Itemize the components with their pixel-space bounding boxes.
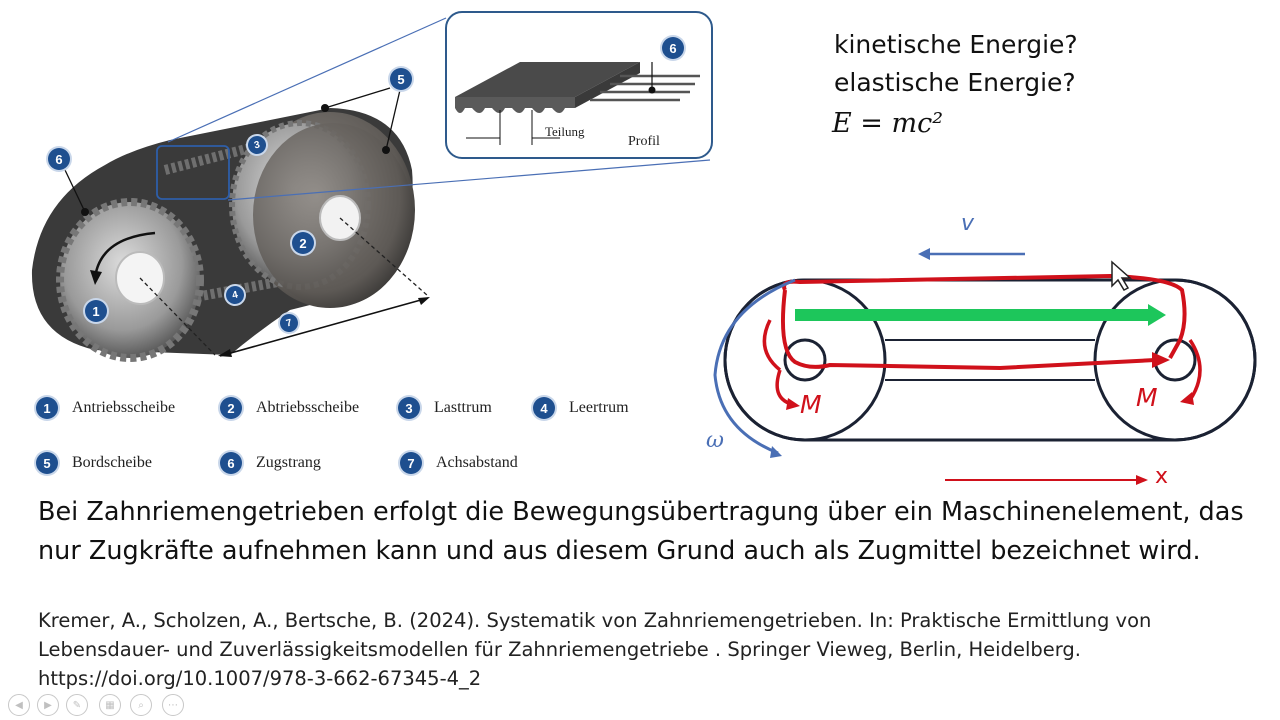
belt-sketch-diagram [713, 248, 1257, 485]
inset-badge-6: 6 [662, 37, 684, 59]
legend-label: Lasttrum [434, 399, 492, 416]
legend-badge: 6 [220, 452, 242, 474]
figure-badge-1: 1 [85, 300, 107, 322]
legend-item: 6 Zugstrang [220, 452, 321, 474]
slides-icon[interactable]: ▦ [99, 694, 121, 716]
inset-teilung-label: Teilung [545, 124, 585, 139]
legend-label: Zugstrang [256, 454, 321, 471]
legend-badge: 2 [220, 397, 242, 419]
reference-line: Kremer, A., Scholzen, A., Bertsche, B. (… [38, 609, 1152, 632]
moment-label-right: M [1136, 383, 1158, 412]
velocity-label: v [961, 211, 975, 236]
question-kinetic: kinetische Energie? [834, 30, 1078, 59]
timing-belt-figure [31, 11, 713, 362]
inset-profil-label: Profil [628, 134, 660, 149]
legend-badge: 7 [400, 452, 422, 474]
legend-label: Antriebsscheibe [72, 399, 176, 416]
reference: Kremer, A., Scholzen, A., Bertsche, B. (… [38, 606, 1253, 693]
omega-label: ω [706, 428, 724, 453]
legend-label: Abtriebsscheibe [256, 399, 360, 416]
legend-label: Achsabstand [436, 454, 518, 471]
legend-label: Leertrum [569, 399, 629, 416]
reference-line: Lebensdauer- und Zuverlässigkeitsmodelle… [38, 638, 1081, 661]
legend-item: 5 Bordscheibe [36, 452, 152, 474]
next-icon[interactable]: ▶ [37, 694, 59, 716]
reference-doi-link[interactable]: https://doi.org/10.1007/978-3-662-67345-… [38, 667, 482, 690]
figure-badge-5: 5 [390, 68, 412, 90]
zoom-icon[interactable]: ⌕ [130, 694, 152, 716]
figure-badge-2: 2 [292, 232, 314, 254]
zoom-region [156, 145, 230, 200]
prev-icon[interactable]: ◀ [8, 694, 30, 716]
legend-badge: 4 [533, 397, 555, 419]
legend-item: 1 Antriebsscheibe [36, 397, 175, 419]
formula-emc2: E = mc² [832, 108, 944, 139]
more-icon[interactable]: ⋯ [162, 694, 184, 716]
question-elastic: elastische Energie? [834, 68, 1076, 97]
legend-item: 2 Abtriebsscheibe [220, 397, 359, 419]
legend-label: Bordscheibe [72, 454, 152, 471]
x-axis-label: x [1155, 464, 1169, 489]
legend-item: 4 Leertrum [533, 397, 629, 419]
legend-item: 3 Lasttrum [398, 397, 492, 419]
legend-badge: 1 [36, 397, 58, 419]
moment-label-left: M [800, 390, 822, 419]
legend-item: 7 Achsabstand [400, 452, 518, 474]
main-paragraph: Bei Zahnriemengetrieben erfolgt die Bewe… [38, 497, 1244, 566]
legend-badge: 5 [36, 452, 58, 474]
legend-badge: 3 [398, 397, 420, 419]
figure-badge-6: 6 [48, 148, 70, 170]
mouse-cursor [1111, 260, 1132, 291]
pen-icon[interactable]: ✎ [66, 694, 88, 716]
